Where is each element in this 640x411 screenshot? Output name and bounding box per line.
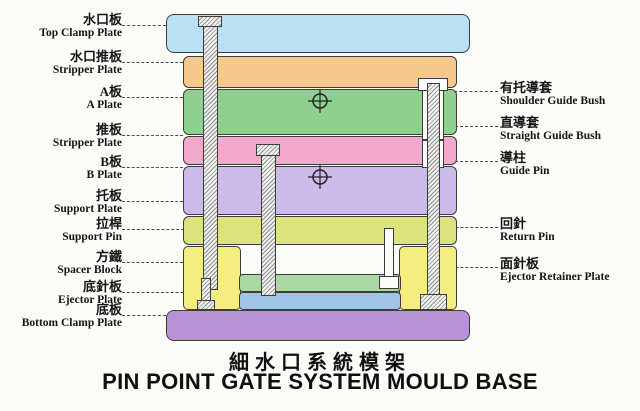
label-b-plate: B板 B Plate (0, 154, 122, 183)
return-pin-head (379, 276, 399, 289)
label-top-clamp-plate: 水口板 Top Clamp Plate (0, 12, 122, 41)
label-en: Support Plate (53, 203, 122, 216)
label-en: Top Clamp Plate (39, 27, 122, 40)
support-pin (203, 16, 218, 290)
stripper-plate-upper (183, 56, 457, 88)
label-support-pin: 拉桿 Support Pin (0, 216, 122, 245)
label-ejector-retainer-plate: 面針板 Ejector Retainer Plate (500, 256, 640, 285)
label-guide-pin: 導柱 Guide Pin (500, 150, 640, 179)
label-en: A Plate (86, 99, 122, 112)
leader-line (122, 292, 198, 293)
label-en: Straight Guide Bush (500, 130, 601, 143)
centerline-symbol (306, 87, 334, 115)
leader-line (449, 91, 498, 92)
leader-line (122, 262, 183, 263)
label-a-plate: A板 A Plate (0, 84, 122, 113)
center-guide-pin (261, 144, 276, 296)
label-zh: 底針板 (82, 279, 122, 294)
support-pin-head (198, 16, 222, 27)
label-zh: 托板 (95, 188, 122, 203)
leader-line (122, 135, 183, 136)
return-pin (384, 228, 394, 280)
label-en: Ejector Plate (58, 294, 122, 307)
leader-line (122, 62, 183, 63)
label-en: Return Pin (500, 231, 555, 244)
center-guide-pin-head (256, 144, 280, 156)
title-chinese: 細水口系統模架 (229, 352, 411, 374)
label-en: Guide Pin (500, 165, 550, 178)
ejector-plate (239, 292, 401, 310)
leader-line (122, 201, 183, 202)
label-spacer-block: 方鐵 Spacer Block (0, 249, 122, 278)
title-english: PIN POINT GATE SYSTEM MOULD BASE (102, 369, 538, 394)
ejector-screw-head (197, 300, 215, 310)
label-zh: 底板 (95, 302, 122, 317)
label-straight-guide-bush: 直導套 Straight Guide Bush (500, 115, 640, 144)
leader-line (122, 167, 183, 168)
ejector-retainer-plate (239, 274, 401, 292)
label-en: Spacer Block (57, 264, 122, 277)
label-zh: 拉桿 (95, 216, 122, 231)
label-en: Stripper Plate (52, 137, 122, 150)
label-zh: 導柱 (500, 150, 527, 165)
label-zh: 水口推板 (69, 49, 122, 64)
bottom-clamp-plate (166, 310, 470, 341)
label-en: Support Pin (62, 231, 122, 244)
label-zh: 方鐵 (95, 249, 122, 264)
support-plate (183, 216, 457, 245)
guide-pin (427, 83, 440, 305)
leader-line (445, 161, 498, 162)
guide-pin-foot (420, 294, 447, 310)
label-zh: 有托導套 (500, 80, 553, 95)
label-zh: 直導套 (500, 115, 540, 130)
leader-line (122, 315, 166, 316)
label-en: Stripper Plate (52, 64, 122, 77)
label-zh: 面針板 (500, 256, 540, 271)
leader-line (122, 229, 199, 230)
label-zh: B板 (100, 154, 122, 169)
label-zh: A板 (99, 84, 122, 99)
label-zh: 推板 (95, 122, 122, 137)
leader-line (445, 126, 498, 127)
label-ejector-plate: 底針板 Ejector Plate (0, 279, 122, 308)
stripper-plate-lower (183, 136, 457, 165)
label-bottom-clamp-plate: 底板 Bottom Clamp Plate (0, 302, 122, 331)
label-stripper-plate-upper: 水口推板 Stripper Plate (0, 49, 122, 78)
label-zh: 水口板 (82, 12, 122, 27)
leader-line (122, 97, 183, 98)
label-en: B Plate (86, 169, 122, 182)
label-zh: 回針 (500, 216, 527, 231)
leader-line (122, 25, 166, 26)
label-en: Bottom Clamp Plate (21, 317, 122, 330)
label-shoulder-guide-bush: 有托導套 Shoulder Guide Bush (500, 80, 640, 109)
label-en: Ejector Retainer Plate (500, 271, 610, 284)
centerline-symbol (306, 163, 334, 191)
label-en: Shoulder Guide Bush (500, 95, 606, 108)
label-stripper-plate-lower: 推板 Stripper Plate (0, 122, 122, 151)
label-return-pin: 回針 Return Pin (500, 216, 640, 245)
label-support-plate: 托板 Support Plate (0, 188, 122, 217)
